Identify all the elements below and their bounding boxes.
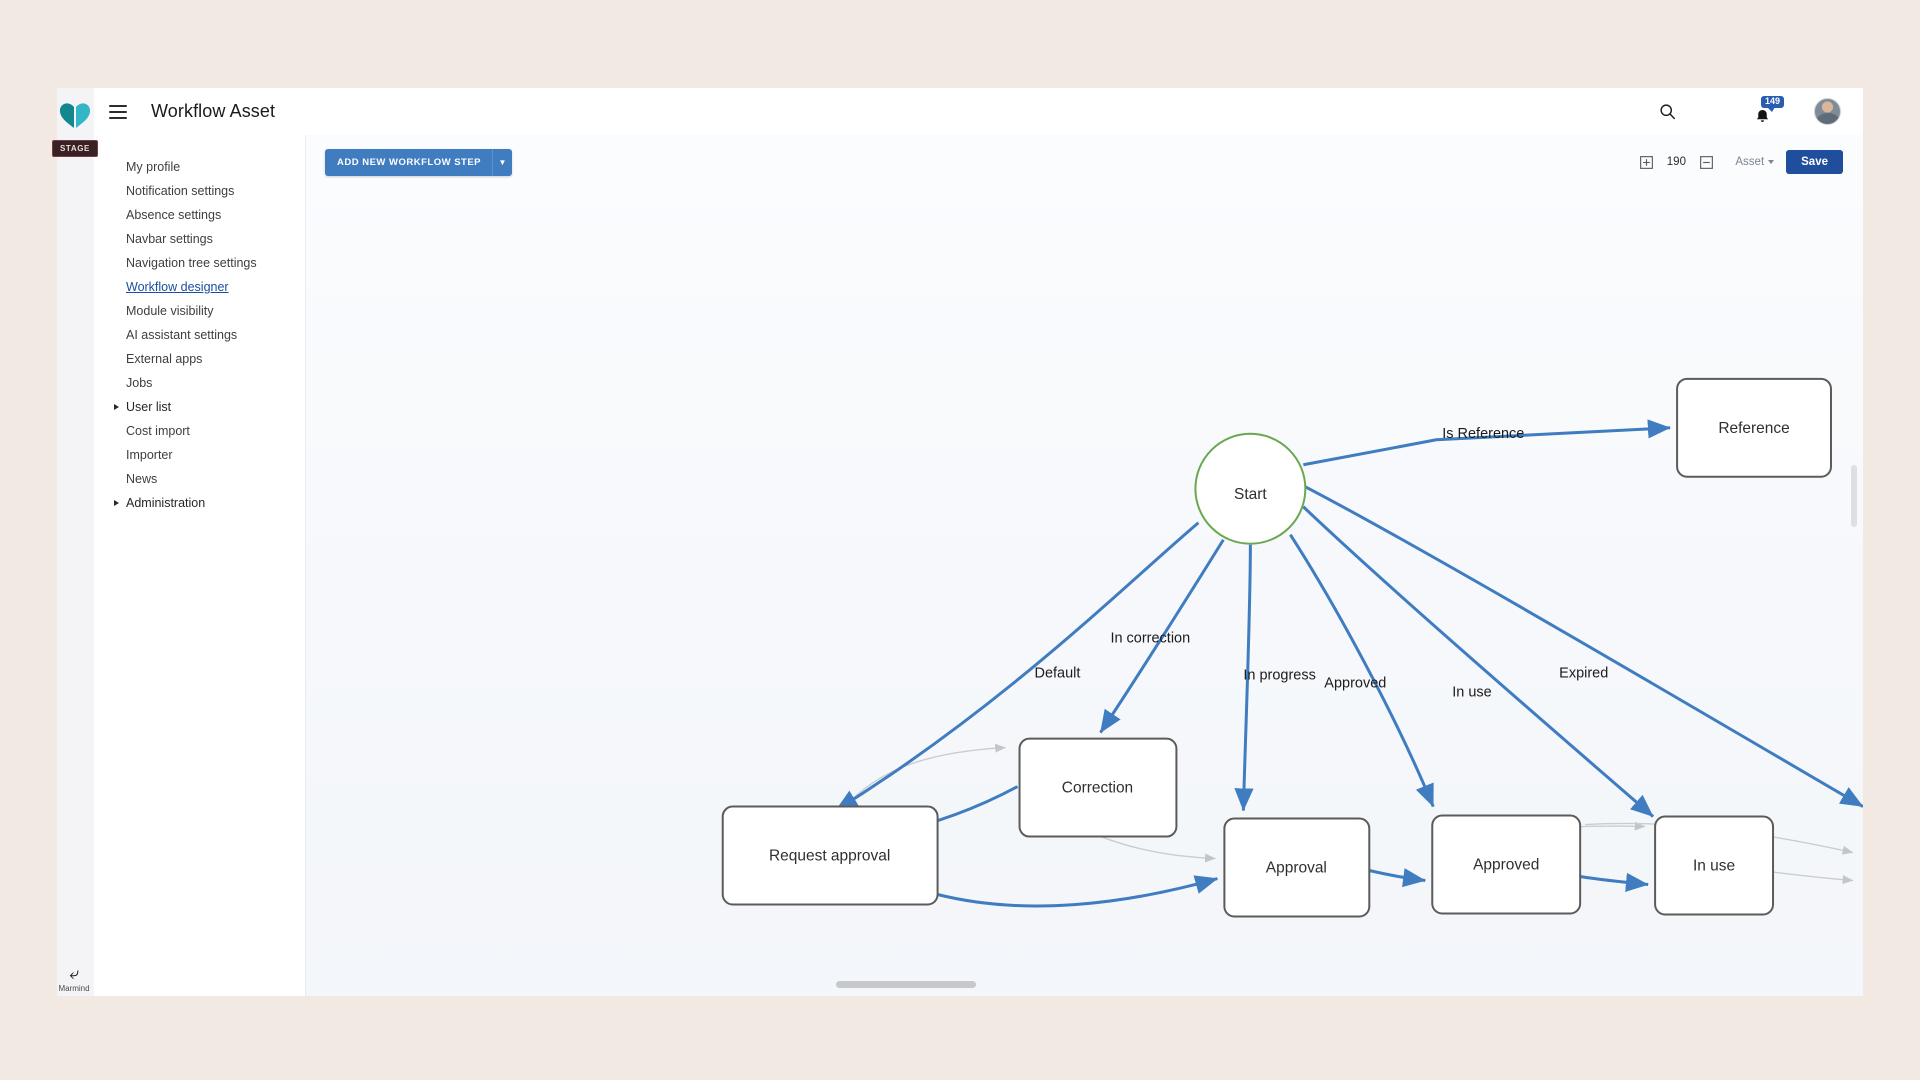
sidebar-item-label: Module visibility xyxy=(126,304,214,318)
hamburger-icon[interactable] xyxy=(109,104,127,119)
zoom-out-icon[interactable] xyxy=(1691,149,1721,175)
node-label: Start xyxy=(1234,486,1267,503)
notification-count-badge: 149 xyxy=(1761,95,1785,113)
sidebar-item-news[interactable]: News xyxy=(57,467,305,491)
search-icon[interactable] xyxy=(1650,95,1684,129)
app-window: Workflow Asset 149 My profil xyxy=(57,88,1863,996)
canvas-toolbar: ADD NEW WORKFLOW STEP ▼ 190 xyxy=(306,135,1863,189)
edge-labels: Is Reference In correction Default In pr… xyxy=(1035,426,1609,701)
node-label: Approved xyxy=(1473,857,1539,874)
sidebar-item-label: Notification settings xyxy=(126,184,235,198)
app-header: Workflow Asset 149 xyxy=(57,88,1863,135)
edge-label: Is Reference xyxy=(1442,426,1524,442)
settings-sidebar: My profile Notification settings Absence… xyxy=(57,135,305,996)
canvas-zoom-controls: 190 Asset Save xyxy=(1631,149,1843,175)
marmind-logo-icon[interactable] xyxy=(55,94,95,134)
sidebar-item-jobs[interactable]: Jobs xyxy=(57,371,305,395)
node-label: Correction xyxy=(1062,780,1133,797)
sidebar-item-external-apps[interactable]: External apps xyxy=(57,347,305,371)
sidebar-item-cost-import[interactable]: Cost import xyxy=(57,419,305,443)
sidebar-item-label: User list xyxy=(126,400,172,414)
add-step-label: ADD NEW WORKFLOW STEP xyxy=(325,148,493,176)
edge-label: In correction xyxy=(1110,631,1190,647)
node-label: Reference xyxy=(1718,420,1789,437)
sidebar-item-label: Absence settings xyxy=(126,208,222,222)
sidebar-item-importer[interactable]: Importer xyxy=(57,443,305,467)
primary-edges xyxy=(834,419,1863,908)
edge-label: In use xyxy=(1452,685,1491,701)
expand-caret-icon xyxy=(114,500,119,506)
workflow-diagram[interactable]: Start Reference Correction Request appro… xyxy=(306,135,1863,988)
sidebar-item-label: News xyxy=(126,472,158,486)
vertical-scrollbar[interactable] xyxy=(1851,465,1857,527)
edge-label: Default xyxy=(1035,666,1081,682)
sidebar-item-absence-settings[interactable]: Absence settings xyxy=(57,203,305,227)
edge-label: In progress xyxy=(1243,668,1315,684)
sidebar-item-label: Cost import xyxy=(126,424,190,438)
sidebar-item-my-profile[interactable]: My profile xyxy=(57,155,305,179)
notifications-button[interactable]: 149 xyxy=(1744,95,1798,129)
add-new-workflow-step-button[interactable]: ADD NEW WORKFLOW STEP ▼ xyxy=(325,148,513,176)
zoom-in-icon[interactable] xyxy=(1631,149,1661,175)
asset-dropdown-label: Asset xyxy=(1735,156,1765,168)
edge-label: Expired xyxy=(1559,666,1608,682)
horizontal-scrollbar[interactable] xyxy=(836,981,976,988)
sidebar-item-notification-settings[interactable]: Notification settings xyxy=(57,179,305,203)
page-title: Workflow Asset xyxy=(151,101,276,121)
sidebar-item-administration[interactable]: Administration xyxy=(57,491,305,515)
left-rail xyxy=(57,88,94,996)
node-label: Approval xyxy=(1266,860,1327,877)
save-button[interactable]: Save xyxy=(1786,150,1843,174)
sidebar-item-ai-assistant-settings[interactable]: AI assistant settings xyxy=(57,323,305,347)
zoom-level-value[interactable]: 190 xyxy=(1666,156,1686,168)
node-label: Request approval xyxy=(769,848,890,865)
node-request-approval[interactable]: Request approval xyxy=(721,805,939,906)
workflow-canvas[interactable]: ADD NEW WORKFLOW STEP ▼ 190 xyxy=(305,135,1863,996)
sidebar-item-label: Importer xyxy=(126,448,173,462)
marmind-label: Marmind xyxy=(58,984,90,993)
sidebar-item-label: Navbar settings xyxy=(126,232,213,246)
back-arrow-icon: ⤶ xyxy=(69,964,79,983)
app-body: My profile Notification settings Absence… xyxy=(57,135,1863,996)
node-approval[interactable]: Approval xyxy=(1223,817,1371,918)
avatar[interactable] xyxy=(1814,98,1841,125)
expand-caret-icon xyxy=(114,404,119,410)
sidebar-item-label: Administration xyxy=(126,496,206,510)
sidebar-item-navigation-tree-settings[interactable]: Navigation tree settings xyxy=(57,251,305,275)
asset-dropdown[interactable]: Asset xyxy=(1735,156,1775,168)
node-start[interactable]: Start xyxy=(1194,432,1307,545)
sidebar-item-label: Workflow designer xyxy=(126,280,229,294)
sidebar-item-module-visibility[interactable]: Module visibility xyxy=(57,299,305,323)
sidebar-item-navbar-settings[interactable]: Navbar settings xyxy=(57,227,305,251)
sidebar-item-user-list[interactable]: User list xyxy=(57,395,305,419)
sidebar-item-label: Navigation tree settings xyxy=(126,256,257,270)
chevron-down-icon xyxy=(1768,160,1775,164)
sidebar-item-label: My profile xyxy=(126,160,181,174)
node-reference[interactable]: Reference xyxy=(1676,377,1832,478)
chevron-down-icon[interactable]: ▼ xyxy=(492,148,513,176)
node-correction[interactable]: Correction xyxy=(1018,737,1178,838)
marmind-back-button[interactable]: ⤶ Marmind xyxy=(50,965,98,993)
sidebar-item-label: Jobs xyxy=(126,376,153,390)
sidebar-item-label: AI assistant settings xyxy=(126,328,238,342)
node-in-use[interactable]: In use xyxy=(1654,815,1775,916)
node-approved[interactable]: Approved xyxy=(1431,814,1582,915)
node-label: In use xyxy=(1693,858,1735,875)
stage-badge: STAGE xyxy=(52,140,98,157)
sidebar-item-label: External apps xyxy=(126,352,203,366)
edge-label: Approved xyxy=(1324,676,1386,692)
sidebar-item-workflow-designer[interactable]: Workflow designer xyxy=(57,275,305,299)
header-actions: 149 xyxy=(1650,95,1863,129)
